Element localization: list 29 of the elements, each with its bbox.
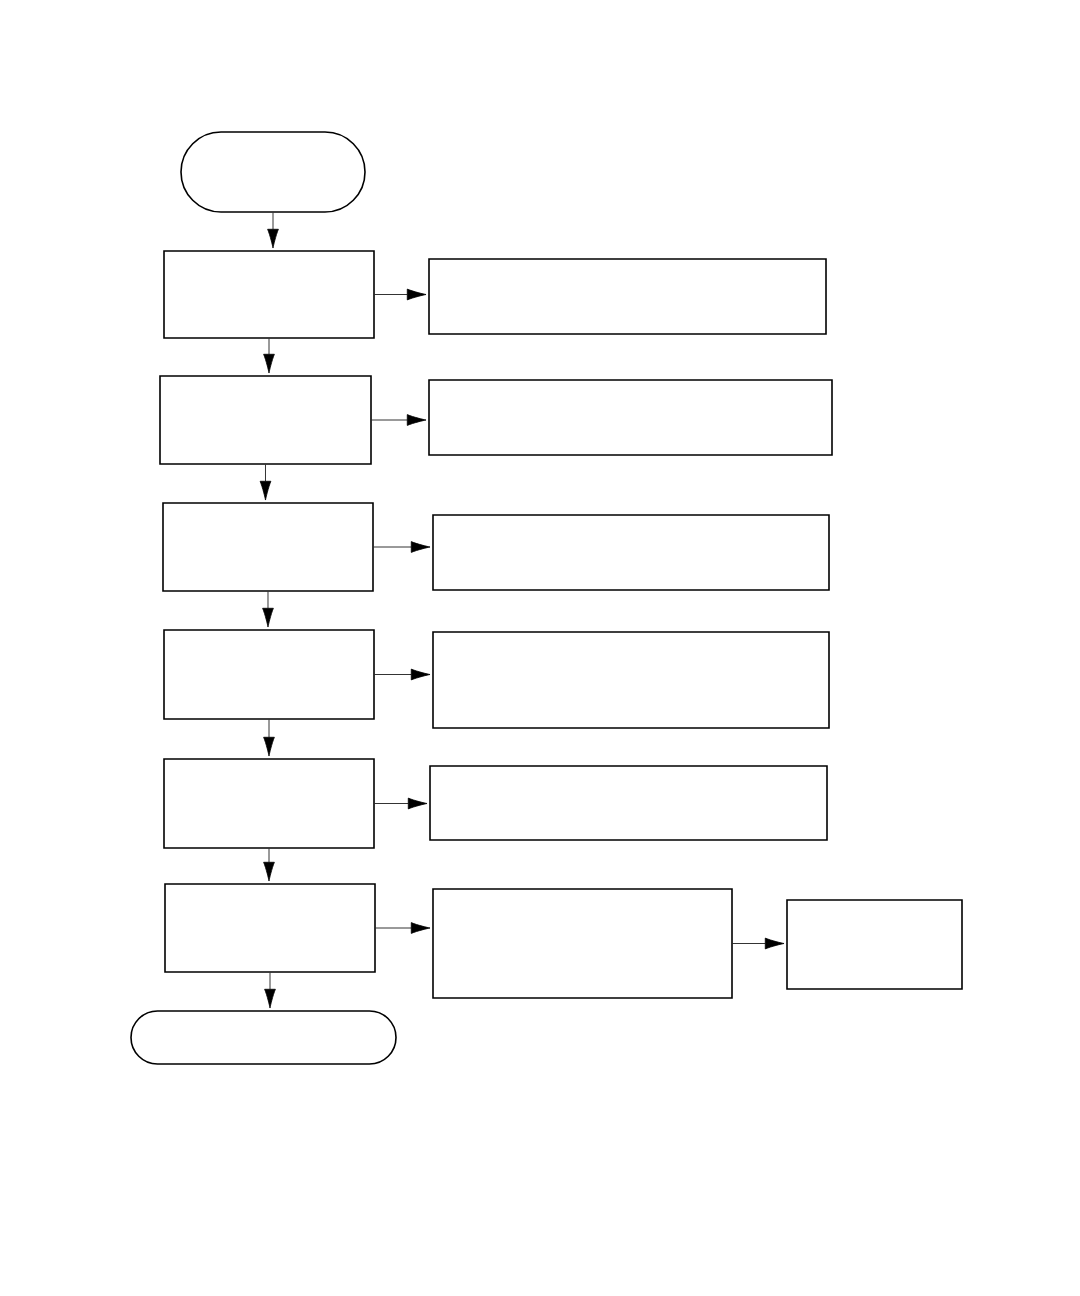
terminal-shape xyxy=(180,131,366,213)
process-box xyxy=(786,899,963,990)
process-box xyxy=(163,758,375,849)
arrow xyxy=(371,414,427,426)
process-box xyxy=(162,502,374,592)
arrow xyxy=(732,937,785,950)
process-box xyxy=(432,514,830,591)
arrow xyxy=(263,848,275,882)
arrow xyxy=(267,212,279,249)
arrow xyxy=(373,541,431,553)
process-box xyxy=(428,258,827,335)
process-box xyxy=(432,631,830,729)
process-box xyxy=(429,765,828,841)
arrow xyxy=(375,922,431,934)
arrow xyxy=(263,719,275,757)
process-box xyxy=(428,379,833,456)
process-box xyxy=(159,375,372,465)
arrow xyxy=(374,668,431,681)
arrow xyxy=(374,797,428,810)
arrow xyxy=(263,338,275,374)
arrow xyxy=(262,591,274,628)
process-box xyxy=(163,250,375,339)
process-box xyxy=(163,629,375,720)
process-box xyxy=(432,888,733,999)
arrow xyxy=(264,972,276,1009)
arrow xyxy=(259,464,272,501)
terminal-shape xyxy=(130,1010,397,1065)
process-box xyxy=(164,883,376,973)
arrow xyxy=(374,288,427,301)
